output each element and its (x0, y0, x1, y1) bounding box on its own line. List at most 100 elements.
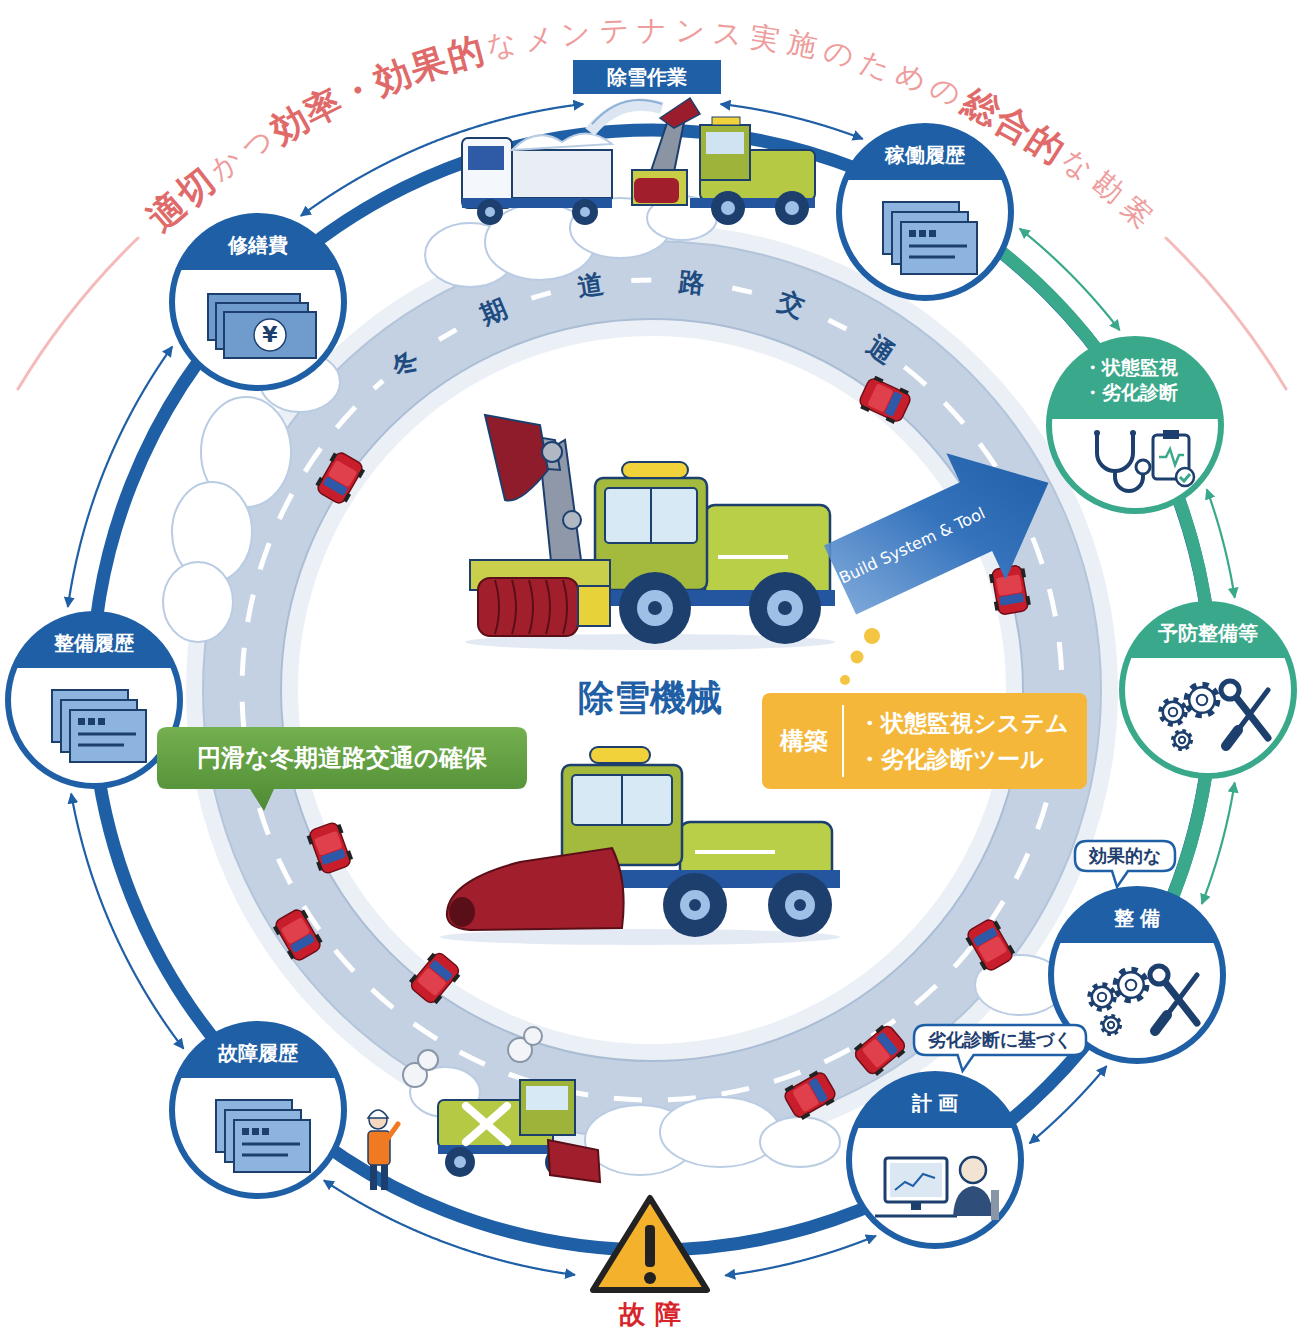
cycle-arrow (1030, 1066, 1107, 1143)
node-text: 劣化診断に基づく (928, 1028, 1072, 1052)
icon-part (1136, 460, 1150, 474)
blade-snow-plow (663, 873, 727, 937)
cycle-arrow (1202, 783, 1235, 904)
arc-char: ン (674, 16, 705, 46)
icon-part (1167, 975, 1197, 1015)
arc-char: 的 (443, 32, 487, 76)
icon-part (78, 733, 136, 736)
cycle-arrow (68, 347, 172, 607)
icon-part (242, 1128, 249, 1135)
icon-part (1173, 731, 1191, 749)
icon-part (1103, 1017, 1118, 1032)
node-text: ・状態監視システム (842, 705, 1069, 741)
icon-part (1163, 430, 1179, 439)
warning-triangle (593, 1198, 707, 1290)
icon-part (1187, 685, 1217, 715)
arc-char: 路 (678, 268, 706, 296)
cost-circle: 修繕費 (168, 212, 348, 392)
node-text: 構築 (780, 723, 842, 759)
rotary-snow-plow (622, 462, 688, 478)
icon-part (262, 1128, 269, 1135)
snow-blower-small (712, 117, 740, 125)
rotary-snow-plow (650, 488, 652, 543)
broken-machine (445, 1147, 475, 1177)
winter-road (203, 241, 1101, 1139)
snow-pile (260, 352, 340, 412)
rotary-snow-plow (767, 590, 803, 626)
car (406, 949, 463, 1007)
circle-cap (845, 126, 1005, 180)
connector-dot (851, 651, 864, 664)
callout-outline (914, 1025, 1086, 1071)
icon-part (1115, 471, 1143, 491)
arc-char: 実 (748, 22, 781, 55)
icon (1161, 681, 1268, 749)
node-text: ・状態監視 ・劣化診断 (1083, 355, 1187, 405)
icon-part (234, 1120, 310, 1172)
icon-part (1097, 433, 1133, 471)
icon-part (1118, 972, 1144, 998)
broken-machine (520, 1080, 575, 1135)
arc-char: の (821, 36, 857, 72)
arc-char: た (857, 46, 894, 83)
icon-part (70, 710, 146, 762)
diagram-title: 適切かつ効率・効果的なメンテナンス実施のための総合的な勘案 (137, 0, 1168, 242)
arc-char: ス (711, 18, 744, 50)
snow-blower-small (711, 191, 745, 225)
worker (368, 1110, 388, 1118)
circle-outline (1049, 339, 1221, 511)
worker (388, 1124, 398, 1138)
rotary-snow-plow (485, 415, 548, 501)
icon (883, 202, 977, 274)
dump-truck (512, 150, 612, 198)
icon-part (78, 718, 85, 725)
circle-outline (849, 1074, 1021, 1246)
icon (208, 294, 316, 358)
worker (381, 1165, 388, 1190)
node-text: 修繕費 (228, 232, 288, 258)
icon-part (1150, 966, 1168, 984)
cycle-arrow (71, 794, 183, 1049)
blade-snow-plow (562, 765, 682, 865)
icon-part (1169, 708, 1177, 716)
icon-part (1197, 695, 1208, 706)
icon (216, 1100, 310, 1172)
icon-part (1155, 1015, 1167, 1031)
illustration (829, 320, 847, 329)
node-text: ・劣化診断ツール (842, 741, 1069, 777)
broken-machine (526, 1086, 568, 1110)
icon-part (892, 212, 968, 264)
snow-blower-small (634, 178, 679, 203)
snow-blower-small (660, 98, 700, 128)
blade-snow-plow (768, 873, 832, 937)
title-arc-line (1166, 238, 1286, 389)
build-box: 構築・状態監視システム・劣化診断ツール (762, 693, 1087, 789)
title-arc-line (18, 238, 138, 389)
icon-part (1092, 987, 1112, 1007)
snow-blower-small (590, 98, 815, 225)
node-text: 除雪作業 (607, 65, 687, 89)
icon-part (909, 230, 916, 237)
icon-part (1161, 977, 1197, 1023)
car (305, 820, 355, 876)
icon-part (1153, 435, 1189, 479)
circle-cap (855, 1074, 1015, 1128)
blade-snow-plow (695, 850, 775, 854)
icon-part (919, 230, 926, 237)
icon-part (1090, 985, 1114, 1009)
illustration (439, 330, 456, 340)
dump-truck (512, 133, 612, 150)
icon-part (953, 1186, 993, 1216)
arc-char: 期 (476, 295, 510, 329)
illustration (531, 293, 550, 298)
blade-snow-plow (794, 899, 806, 911)
arc-char: 施 (785, 28, 819, 62)
icon-part (1174, 732, 1189, 747)
warning-mark (644, 1272, 656, 1284)
arc-char: 勘 (1088, 167, 1129, 208)
arc-char: ナ (637, 16, 667, 45)
blade-snow-plow (621, 775, 623, 825)
icon-part (1189, 687, 1215, 713)
arc-char: 交 (774, 288, 807, 321)
